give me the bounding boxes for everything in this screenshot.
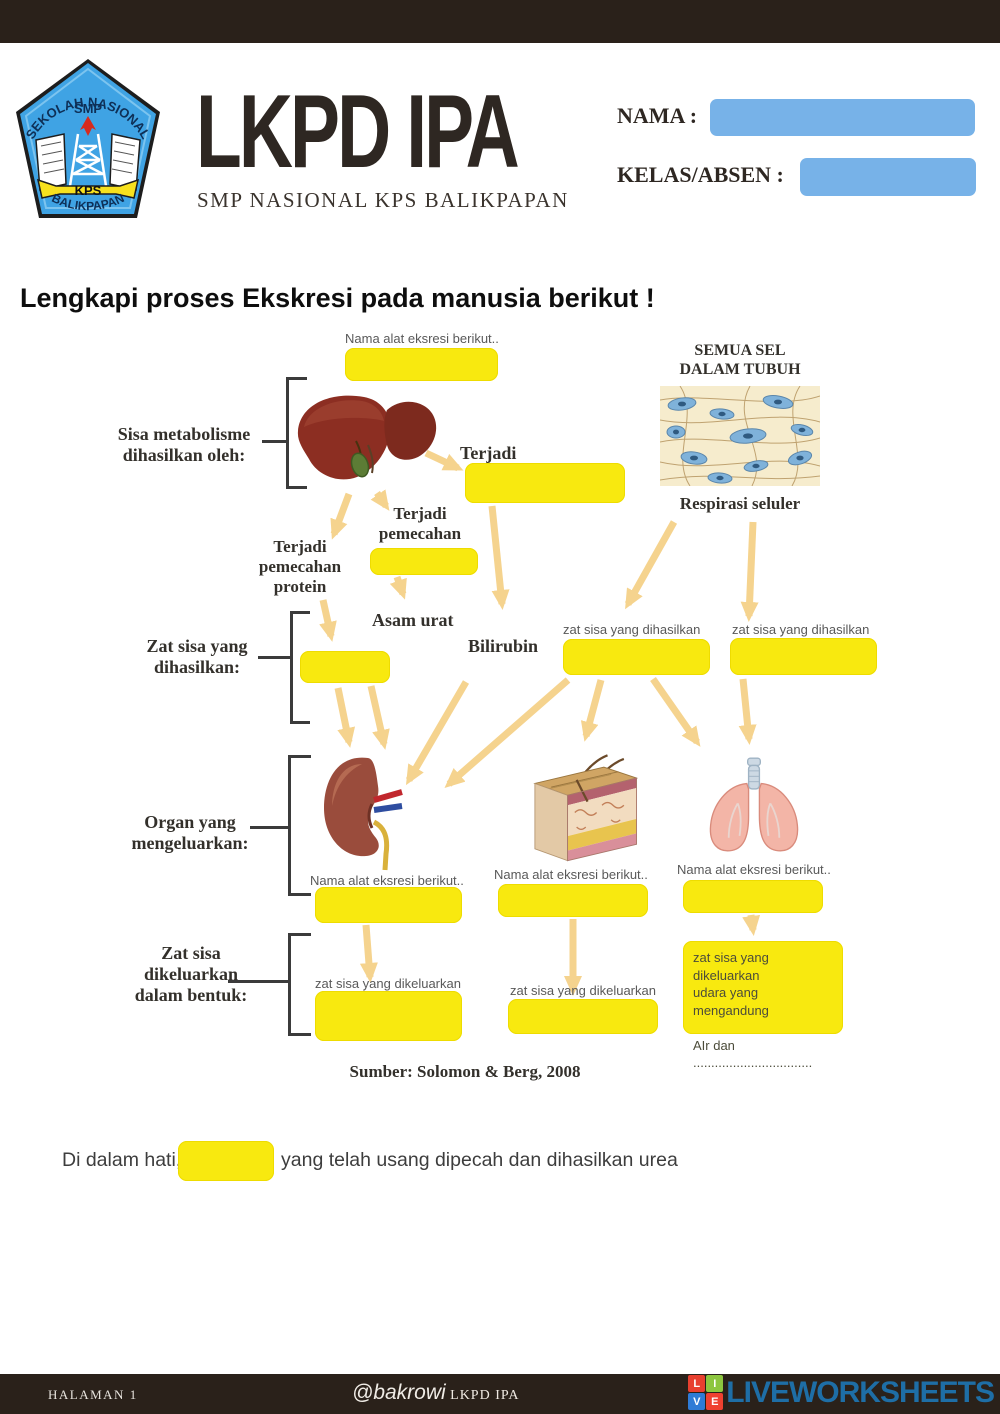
kelas-absen-label: KELAS/ABSEN : (617, 162, 784, 187)
book-icons (35, 133, 141, 191)
kidney-image (324, 757, 403, 871)
svg-text:BALIKPAPAN: BALIKPAPAN (50, 191, 127, 213)
flame-icon (80, 116, 96, 136)
bracket-output (288, 933, 311, 1036)
asam-urat-label: Asam urat (372, 610, 454, 630)
footer-page-number: HALAMAN 1 (48, 1387, 138, 1402)
semua-sel-label: SEMUA SEL DALAM TUBUH (679, 342, 801, 378)
kidney-output-label: zat sisa yang dikeluarkan (315, 976, 461, 991)
answer-lungs-output-box[interactable]: zat sisa yang dikeluarkan udara yang men… (683, 941, 843, 1070)
liveworksheets-wordmark: LIVEWORKSHEETS (726, 1375, 995, 1409)
answer-cell-waste-2[interactable] (730, 638, 877, 675)
sentence-prefix: Di dalam hati, (62, 1149, 182, 1171)
terjadi-label: Terjadi (460, 443, 517, 463)
terjadi-pemecahan-label: Terjadi pemecahan (378, 504, 462, 544)
connector-dash-2 (258, 656, 290, 659)
brand-letter-i: I (706, 1375, 724, 1392)
connector-dash-3 (250, 826, 288, 829)
sisa-metabolisme-label: Sisa metabolisme dihasilkan oleh: (117, 424, 251, 466)
page-title: LKPD IPA (196, 74, 520, 190)
answer-liver-name[interactable] (345, 348, 498, 381)
lungs-name-label: Nama alat eksresi berikut.. (677, 862, 831, 877)
sentence-suffix: yang telah usang dipecah dan dihasilkan … (281, 1149, 678, 1171)
logo-city-text: BALIKPAPAN (50, 191, 127, 213)
skin-name-label: Nama alat eksresi berikut.. (494, 867, 648, 882)
zat-sisa-dihasilkan-label: Zat sisa yang dihasilkan: (146, 636, 248, 678)
answer-kidney-output[interactable] (315, 991, 462, 1041)
liver-name-label: Nama alat eksresi berikut.. (345, 331, 499, 346)
answer-cell-waste-1[interactable] (563, 639, 710, 675)
terjadi-pemecahan-protein-label: Terjadi pemecahan protein (258, 537, 342, 597)
footer-credit-suffix: LKPD IPA (450, 1388, 520, 1403)
brand-letter-e: E (706, 1393, 724, 1410)
nama-label: NAMA : (617, 103, 698, 128)
bracket-organ (288, 755, 311, 896)
connector-dash-1 (262, 440, 286, 443)
school-logo: SEKOLAH NASIONAL SMP KPS BALIKPAPA (16, 59, 160, 218)
kelas-absen-input[interactable] (800, 158, 976, 196)
answer-skin-name[interactable] (498, 884, 648, 917)
derrick-icon (68, 133, 108, 187)
bilirubin-label: Bilirubin (468, 636, 539, 656)
brand-letter-l: L (688, 1375, 706, 1392)
organ-mengeluarkan-label: Organ yang mengeluarkan: (131, 812, 249, 854)
kps-ribbon (36, 178, 140, 199)
answer-skin-output[interactable] (508, 999, 658, 1034)
logo-smp-text: SMP (74, 101, 103, 116)
liveworksheets-logo[interactable]: L I V E LIVEWORKSHEETS (688, 1375, 995, 1410)
logo-kps-text: KPS (75, 183, 102, 198)
page-subtitle: SMP NASIONAL KPS BALIKPAPAN (197, 188, 569, 212)
answer-protein-waste[interactable] (300, 651, 390, 683)
answer-hati-blank[interactable] (178, 1141, 274, 1181)
answer-pemecahan-result[interactable] (370, 548, 478, 575)
nama-input[interactable] (710, 99, 975, 136)
brand-letter-v: V (688, 1393, 706, 1410)
source-caption: Sumber: Solomon & Berg, 2008 (349, 1062, 581, 1081)
footer-credit-handle: @bakrowi (352, 1381, 446, 1404)
footer-bar (0, 1374, 1000, 1414)
cell-waste-label-1: zat sisa yang dihasilkan (563, 622, 701, 637)
lungs-image (709, 757, 799, 852)
skin-image (533, 754, 639, 862)
top-bar (0, 0, 1000, 43)
respirasi-seluler-label: Respirasi seluler (679, 494, 801, 513)
skin-output-label: zat sisa yang dikeluarkan (510, 983, 656, 998)
liver-image (297, 395, 437, 480)
body-cells-image (660, 386, 820, 486)
answer-lungs-name[interactable] (683, 880, 823, 913)
kidney-name-label: Nama alat eksresi berikut.. (310, 873, 464, 888)
main-heading: Lengkapi proses Ekskresi pada manusia be… (20, 283, 655, 313)
lungs-output-text: zat sisa yang dikeluarkan udara yang men… (693, 950, 813, 1071)
bracket-liver (286, 377, 307, 489)
zat-sisa-dikeluarkan-label: Zat sisa dikeluarkan dalam bentuk: (134, 943, 248, 1006)
footer-credit: @bakrowi LKPD IPA (352, 1381, 519, 1405)
answer-kidney-name[interactable] (315, 887, 462, 923)
connector-dash-4 (228, 980, 288, 983)
bracket-zat-sisa (290, 611, 310, 724)
liveworksheets-grid-icon: L I V E (688, 1375, 724, 1410)
answer-terjadi-process[interactable] (465, 463, 625, 503)
cell-waste-label-2: zat sisa yang dihasilkan (732, 622, 870, 637)
